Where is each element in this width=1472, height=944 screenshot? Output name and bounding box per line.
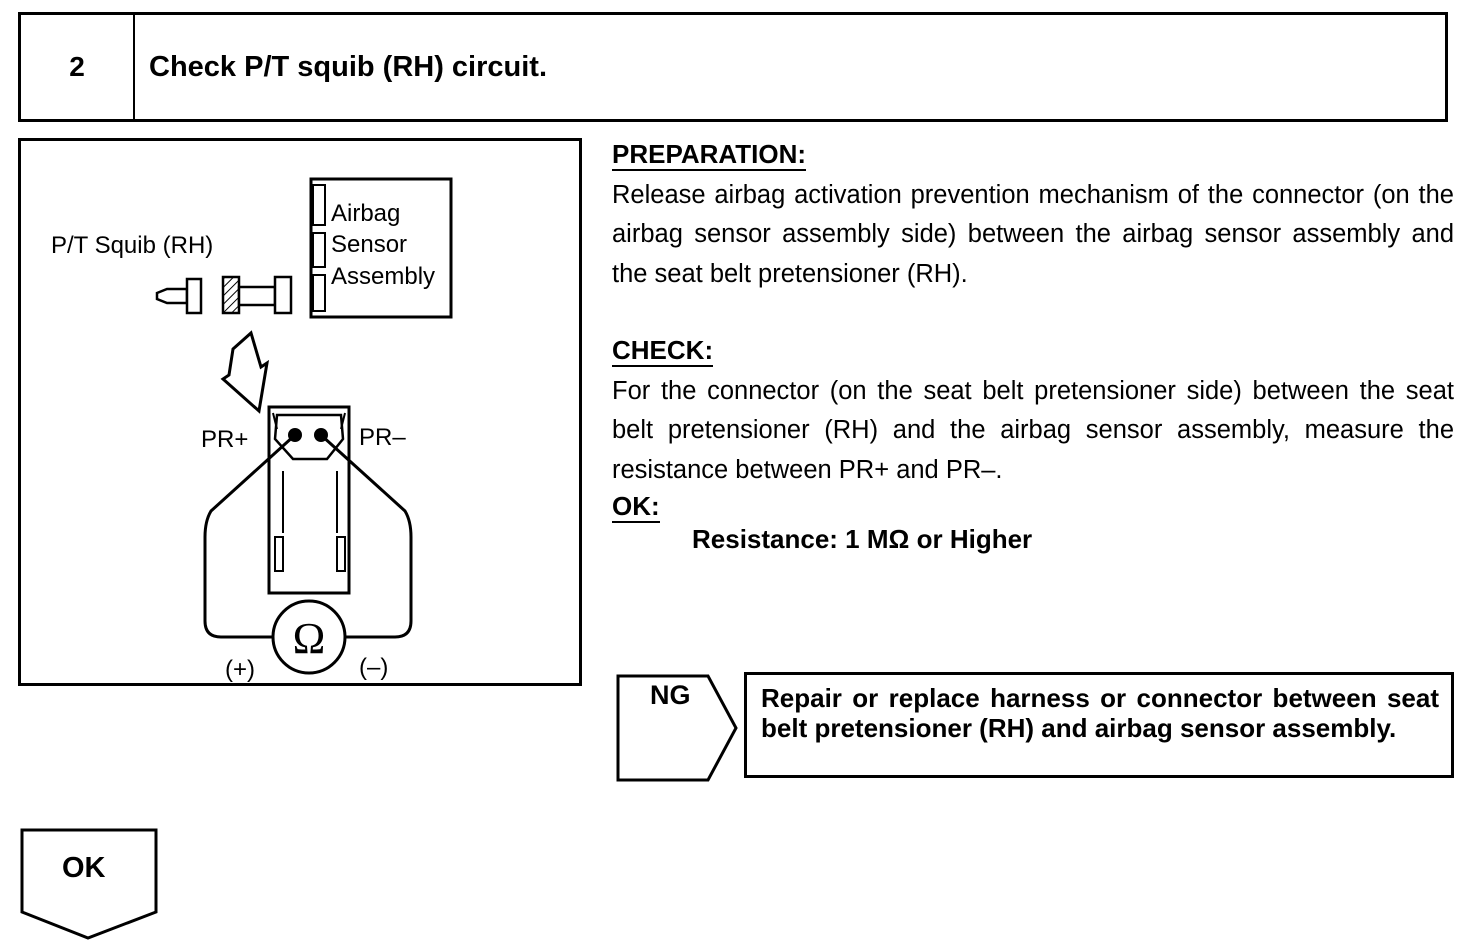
connector-illustration: Airbag Sensor Assembly P/T Squib (RH) PR… [18, 138, 582, 686]
sensor-pin-3 [312, 274, 326, 312]
ng-action-box: Repair or replace harness or connector b… [744, 672, 1454, 778]
sensor-label-line-1: Airbag [331, 200, 400, 227]
sensor-label-line-3: Assembly [331, 263, 435, 290]
sensor-assembly-box [309, 177, 453, 319]
preparation-text: Release airbag activation prevention mec… [612, 180, 1454, 288]
resistance-spec: Resistance: 1 MΩ or Higher [692, 524, 1033, 554]
ng-label: NG [650, 680, 691, 710]
step-number: 2 [21, 15, 135, 119]
ohmmeter-icon [271, 599, 347, 675]
connector-diagram: Airbag Sensor Assembly P/T Squib (RH) PR… [51, 177, 453, 683]
sensor-pin-1 [312, 184, 326, 226]
lead-neg-label: (–) [359, 654, 388, 681]
check-text: For the connector (on the seat belt pret… [612, 376, 1454, 484]
squib-connector-chain [155, 275, 293, 315]
squib-label: P/T Squib (RH) [51, 232, 213, 259]
preparation-section: PREPARATION: Release airbag activation p… [612, 136, 1454, 294]
ok-label: OK [62, 852, 106, 884]
sensor-pin-2 [312, 232, 326, 268]
terminal-pos-label: PR+ [201, 426, 248, 453]
ng-arrow-tag [616, 674, 738, 782]
test-leads [203, 433, 413, 639]
check-heading: CHECK: [612, 335, 714, 367]
pretensioner-connector [267, 405, 351, 595]
sensor-label-line-2: Sensor [331, 231, 407, 258]
preparation-heading: PREPARATION: [612, 139, 807, 171]
step-title: Check P/T squib (RH) circuit. [149, 50, 547, 83]
ok-criteria-section: OK: [612, 488, 1454, 528]
ok-arrow-tag [20, 828, 158, 940]
check-section: CHECK: For the connector (on the seat be… [612, 332, 1454, 490]
ohm-symbol: Ω [293, 614, 326, 663]
arrow-icon [220, 330, 270, 414]
terminal-neg-label: PR– [359, 424, 406, 451]
ok-heading: OK: [612, 491, 660, 523]
step-header: 2 Check P/T squib (RH) circuit. [18, 12, 1448, 122]
lead-pos-label: (+) [225, 656, 255, 683]
